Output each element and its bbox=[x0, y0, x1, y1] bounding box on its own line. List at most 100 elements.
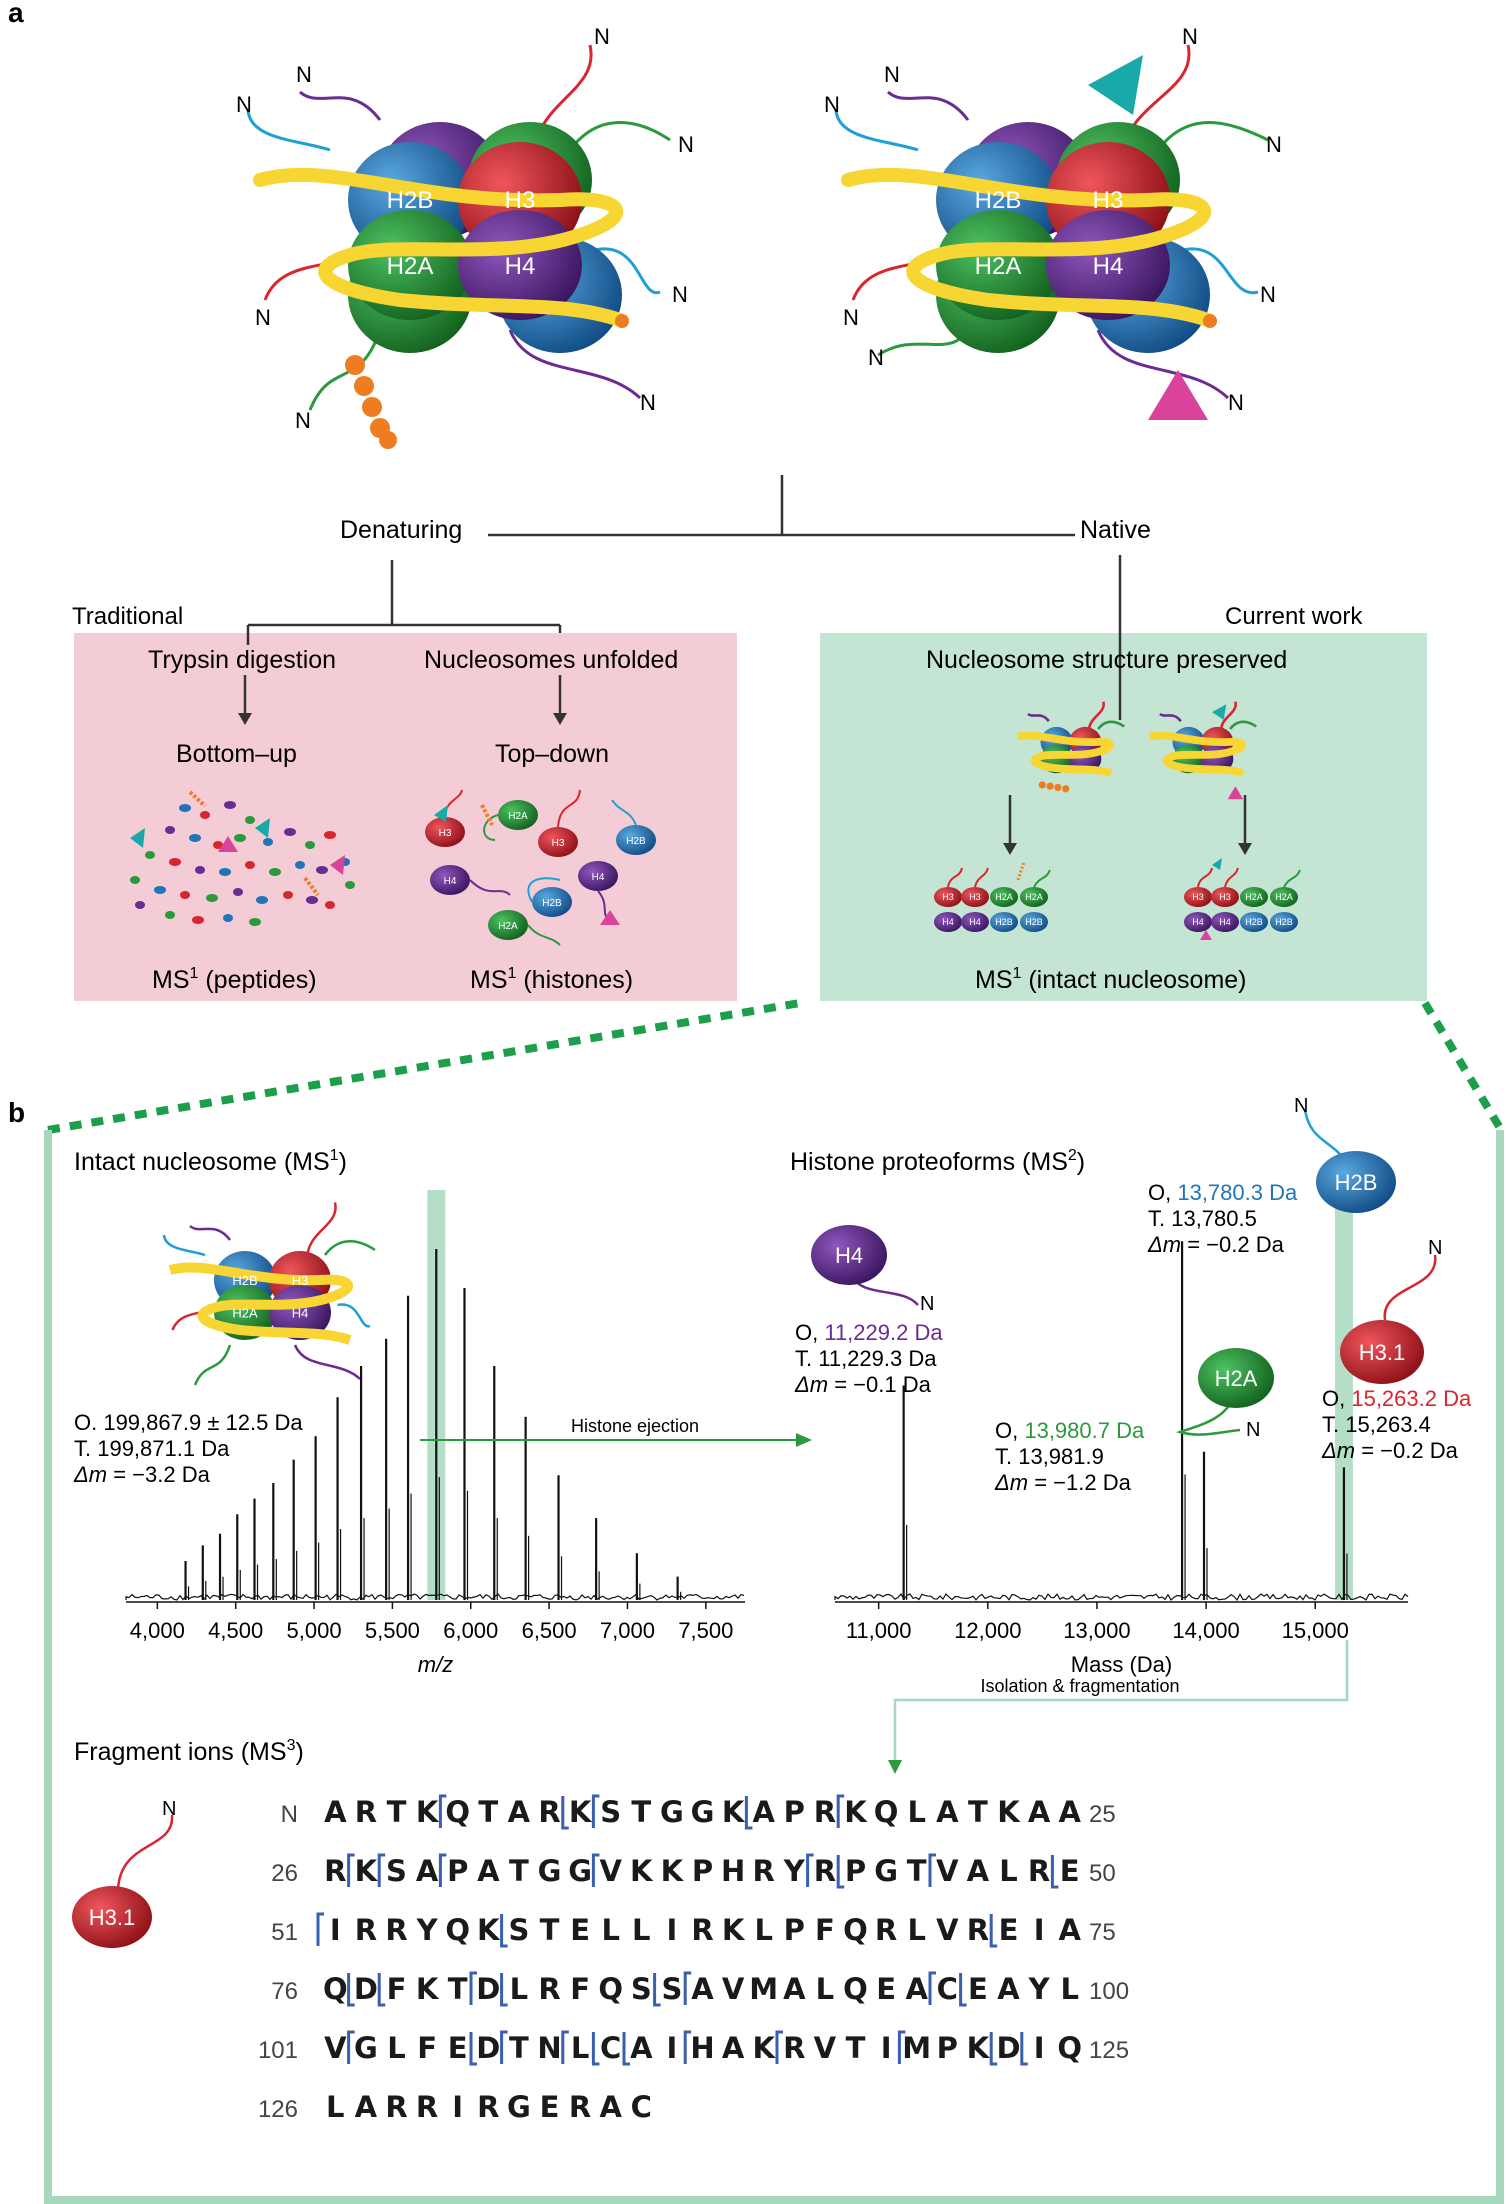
ms1-intact-label: MS1 (intact nucleosome) bbox=[975, 965, 1247, 994]
residue: L bbox=[816, 1972, 834, 2006]
residue: P bbox=[784, 1913, 805, 1947]
svg-text:T. 199,871.1 Da: T. 199,871.1 Da bbox=[74, 1436, 230, 1461]
cleavage-mark bbox=[347, 1973, 355, 2007]
residue: T bbox=[631, 1795, 651, 1829]
h2a-icon: H2A N bbox=[1175, 1348, 1274, 1441]
residue: A bbox=[691, 1972, 714, 2006]
residue: A bbox=[416, 1854, 439, 1888]
residue: L bbox=[387, 2031, 405, 2065]
svg-text:H3: H3 bbox=[1219, 892, 1231, 902]
svg-text:H2B: H2B bbox=[1335, 1170, 1378, 1195]
cleavage-mark bbox=[775, 2030, 783, 2064]
residue: E bbox=[448, 2031, 468, 2065]
residue: I bbox=[330, 1913, 341, 1947]
residue: T bbox=[509, 2031, 529, 2065]
residue: V bbox=[936, 1854, 959, 1888]
residue: R bbox=[477, 2090, 499, 2124]
residue: A bbox=[355, 2090, 378, 2124]
label-h3: H3 bbox=[505, 187, 536, 214]
residue: S bbox=[661, 1972, 682, 2006]
residue: T bbox=[907, 1854, 927, 1888]
svg-text:T. 13,780.5: T. 13,780.5 bbox=[1148, 1206, 1257, 1231]
residue: Q bbox=[598, 1972, 623, 2006]
branch-denaturing: Denaturing bbox=[340, 516, 462, 544]
residue: K bbox=[661, 1854, 685, 1888]
h2b-icon: H2B N bbox=[1294, 1095, 1396, 1213]
cleavage-mark bbox=[469, 2032, 477, 2066]
x-tick-label: 4,000 bbox=[130, 1618, 185, 1643]
residue: P bbox=[937, 2031, 958, 2065]
cleavage-mark bbox=[377, 1973, 386, 2007]
svg-text:Δm = −0.1 Da: Δm = −0.1 Da bbox=[794, 1372, 932, 1397]
svg-text:H3: H3 bbox=[969, 892, 981, 902]
zoom-dash-right bbox=[1421, 1000, 1504, 1131]
cleavage-mark bbox=[438, 1853, 447, 1887]
svg-text:O, 15,263.2 Da: O, 15,263.2 Da bbox=[1322, 1386, 1472, 1411]
svg-text:H4: H4 bbox=[444, 876, 457, 887]
ms2-xlabel: Mass (Da) bbox=[1071, 1652, 1172, 1677]
svg-text:H2B: H2B bbox=[232, 1273, 257, 1288]
residue: Y bbox=[1028, 1972, 1051, 2006]
cleavage-mark bbox=[316, 1912, 324, 1946]
residue: G bbox=[691, 1795, 715, 1829]
residue: L bbox=[571, 2031, 589, 2065]
svg-text:H2A: H2A bbox=[995, 892, 1013, 902]
traditional-label: Traditional bbox=[72, 603, 183, 630]
residue: K bbox=[752, 2031, 776, 2065]
svg-text:H3: H3 bbox=[439, 828, 452, 839]
panel-a-label: a bbox=[8, 0, 24, 28]
svg-text:N: N bbox=[594, 24, 610, 49]
residue: G bbox=[874, 1854, 898, 1888]
cleavage-mark bbox=[653, 1973, 661, 2007]
cleavage-mark bbox=[683, 2030, 692, 2064]
residue: L bbox=[999, 1854, 1017, 1888]
residue: F bbox=[417, 2031, 437, 2065]
h2a-mass-block: O, 13,980.7 Da T. 13,981.9 Δm = −1.2 Da bbox=[994, 1418, 1145, 1495]
intact-title: Intact nucleosome (MS1) bbox=[74, 1147, 347, 1176]
svg-text:N: N bbox=[824, 92, 840, 117]
ms1-peptides-label: MS1 (peptides) bbox=[152, 965, 317, 994]
residue: P bbox=[692, 1854, 713, 1888]
residue: R bbox=[691, 1913, 713, 1947]
residue: E bbox=[968, 1972, 988, 2006]
residue: A bbox=[967, 1854, 990, 1888]
label-h2a: H2A bbox=[387, 253, 434, 280]
cleavage-mark bbox=[1050, 1855, 1059, 1889]
svg-text:N: N bbox=[920, 1293, 934, 1315]
cleavage-mark bbox=[469, 1971, 477, 2005]
isolation-connector bbox=[893, 1640, 1349, 1762]
residue: S bbox=[386, 1854, 407, 1888]
panel-b-label: b bbox=[8, 1097, 25, 1128]
cleavage-mark bbox=[836, 1794, 845, 1828]
residue: R bbox=[967, 1913, 989, 1947]
x-tick-label: 5,500 bbox=[365, 1618, 420, 1643]
residue: I bbox=[452, 2090, 463, 2124]
svg-text:H4: H4 bbox=[1093, 253, 1124, 280]
svg-text:H2A: H2A bbox=[1275, 892, 1293, 902]
residue: G bbox=[507, 2090, 531, 2124]
residue: R bbox=[814, 1795, 836, 1829]
residue: G bbox=[354, 2031, 378, 2065]
sequence-row-start: 126 bbox=[258, 2096, 298, 2123]
svg-text:T. 13,981.9: T. 13,981.9 bbox=[995, 1444, 1104, 1469]
residue: G bbox=[568, 1854, 592, 1888]
ms2-baseline bbox=[834, 1593, 1409, 1602]
residue: A bbox=[905, 1972, 928, 2006]
x-tick-label: 12,000 bbox=[954, 1618, 1021, 1643]
unfolded-label: Nucleosomes unfolded bbox=[424, 646, 678, 674]
residue: Q bbox=[843, 1913, 868, 1947]
cleavage-mark bbox=[347, 2030, 355, 2064]
cleavage-mark bbox=[500, 2030, 508, 2064]
residue: L bbox=[907, 1913, 925, 1947]
svg-text:H2A: H2A bbox=[1025, 892, 1043, 902]
svg-text:H4: H4 bbox=[835, 1243, 863, 1268]
svg-text:O, 13,780.3 Da: O, 13,780.3 Da bbox=[1148, 1180, 1298, 1205]
x-tick-label: 14,000 bbox=[1172, 1618, 1239, 1643]
svg-text:N: N bbox=[884, 62, 900, 87]
svg-text:Δm = −0.2 Da: Δm = −0.2 Da bbox=[1321, 1438, 1459, 1463]
residue: A bbox=[936, 1795, 959, 1829]
svg-text:H3: H3 bbox=[942, 892, 954, 902]
traditional-box bbox=[74, 633, 737, 1001]
